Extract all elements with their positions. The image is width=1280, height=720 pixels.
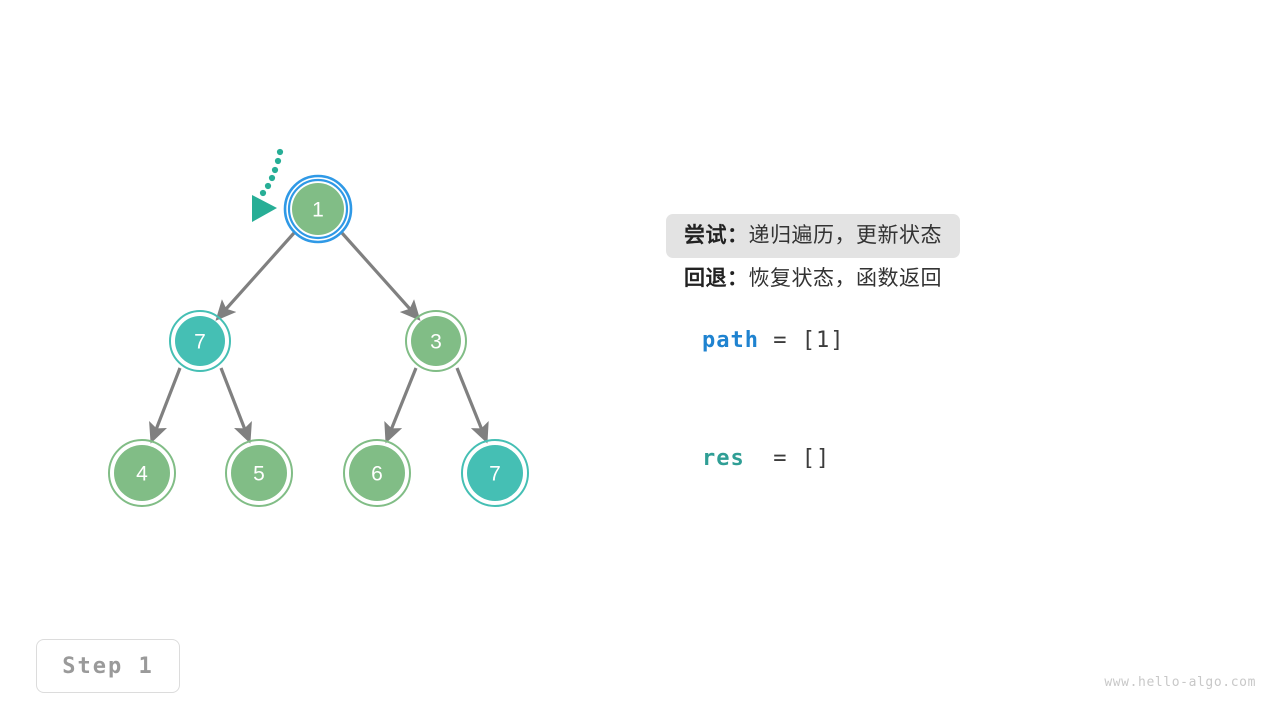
node-label: 7 bbox=[194, 331, 206, 354]
edge-1-to-3 bbox=[340, 231, 421, 321]
node-inner-ring bbox=[287, 178, 349, 240]
tree-node-7-right[interactable]: 7 bbox=[461, 439, 529, 507]
node-circle bbox=[292, 183, 344, 235]
node-label: 1 bbox=[312, 199, 324, 222]
binary-tree-diagram: 1 7 3 4 bbox=[108, 148, 529, 507]
step-badge-label: Step 1 bbox=[62, 653, 154, 679]
edge-3-to-7 bbox=[455, 367, 489, 444]
step-badge: Step 1 bbox=[36, 639, 180, 693]
backtrack-line-keyword: 回退： bbox=[684, 267, 749, 290]
node-selection-ring bbox=[283, 174, 353, 244]
edge-3-to-6 bbox=[384, 367, 418, 444]
backtrack-line: 回退：恢复状态，函数返回 bbox=[684, 258, 1244, 300]
edge-7-to-4 bbox=[149, 367, 182, 444]
node-label: 3 bbox=[430, 331, 442, 354]
node-label: 7 bbox=[489, 463, 501, 486]
tree-node-7-left[interactable]: 7 bbox=[169, 310, 231, 372]
pointer-dot bbox=[274, 157, 282, 165]
node-label: 4 bbox=[136, 463, 148, 486]
node-circle bbox=[175, 316, 225, 366]
path-variable-name: path bbox=[702, 328, 759, 353]
pointer-arrowhead bbox=[252, 195, 277, 222]
node-circle bbox=[411, 316, 461, 366]
tree-node-4[interactable]: 4 bbox=[108, 439, 176, 507]
res-variable-value: = [] bbox=[744, 446, 831, 471]
node-circle bbox=[349, 445, 405, 501]
tree-node-5[interactable]: 5 bbox=[225, 439, 293, 507]
try-line: 尝试：递归遍历，更新状态 bbox=[666, 214, 960, 258]
node-outer-ring bbox=[343, 439, 411, 507]
try-line-keyword: 尝试： bbox=[684, 224, 749, 247]
edge-1-to-7 bbox=[215, 231, 296, 321]
tree-node-3[interactable]: 3 bbox=[405, 310, 467, 372]
edge-7-to-5 bbox=[219, 367, 252, 444]
node-circle bbox=[467, 445, 523, 501]
node-outer-ring bbox=[169, 310, 231, 372]
node-outer-ring bbox=[405, 310, 467, 372]
recursion-entry-pointer bbox=[252, 148, 284, 222]
node-outer-ring bbox=[225, 439, 293, 507]
tree-node-6[interactable]: 6 bbox=[343, 439, 411, 507]
node-circle bbox=[231, 445, 287, 501]
node-circle bbox=[114, 445, 170, 501]
res-variable-name: res bbox=[702, 446, 745, 471]
node-outer-ring bbox=[108, 439, 176, 507]
pointer-dot bbox=[271, 166, 279, 174]
pointer-dot bbox=[276, 148, 284, 156]
backtrack-line-text: 恢复状态，函数返回 bbox=[748, 267, 942, 290]
path-variable-value: = [1] bbox=[758, 328, 845, 353]
tree-node-1[interactable]: 1 bbox=[283, 174, 353, 244]
node-label: 6 bbox=[371, 463, 383, 486]
tree-nodes: 1 7 3 4 bbox=[108, 174, 529, 507]
pointer-dot bbox=[268, 174, 276, 182]
watermark: www.hello-algo.com bbox=[1104, 675, 1256, 690]
node-label: 5 bbox=[253, 463, 265, 486]
pointer-dot bbox=[264, 182, 272, 190]
try-line-text: 递归遍历，更新状态 bbox=[748, 224, 942, 247]
tree-edges bbox=[149, 231, 489, 444]
node-outer-ring bbox=[461, 439, 529, 507]
res-variable-row: res = [] bbox=[702, 446, 830, 471]
path-variable-row: path = [1] bbox=[702, 328, 844, 353]
pointer-dot bbox=[259, 189, 267, 197]
explanation-panel: 尝试：递归遍历，更新状态 回退：恢复状态，函数返回 bbox=[666, 214, 1244, 300]
